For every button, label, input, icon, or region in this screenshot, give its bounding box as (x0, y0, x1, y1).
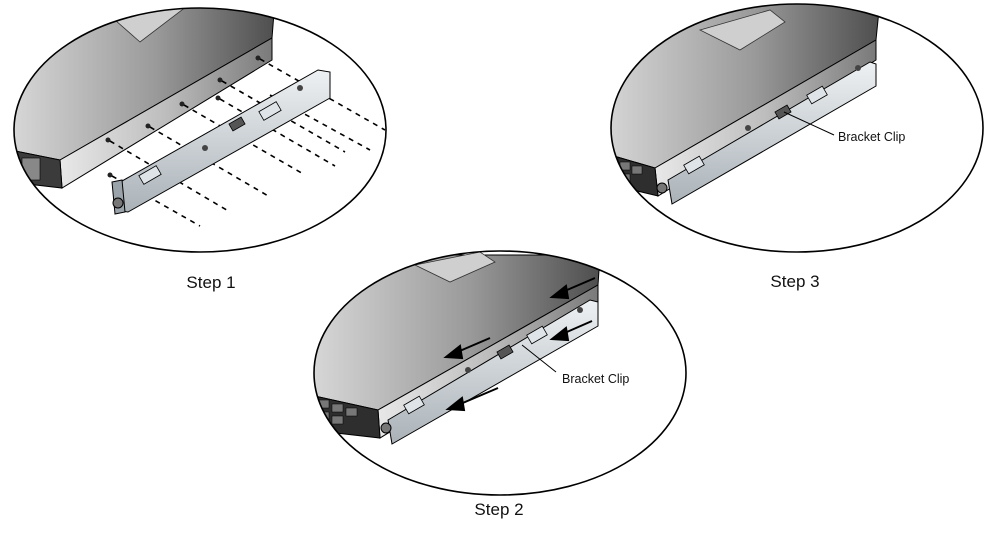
chassis-screws (105, 55, 261, 178)
step2-magnifier-ellipse (313, 250, 687, 496)
step1-illustration (14, 8, 386, 227)
step2-illustration (314, 251, 601, 445)
step2-bracket-clip-callout: Bracket Clip (562, 372, 629, 386)
chassis-label-plate (413, 251, 496, 283)
step2-callout-leader (521, 344, 557, 373)
mounting-bracket (111, 69, 331, 215)
mounting-bracket (380, 299, 599, 445)
mounting-bracket (656, 61, 877, 205)
step3-callout-leader (783, 111, 835, 136)
step1-label: Step 1 (186, 273, 235, 292)
step3-label: Step 3 (770, 272, 819, 291)
step2-label: Step 2 (474, 500, 523, 519)
step3-panel: Bracket Clip Step 3 (610, 3, 984, 291)
chassis-label-plate (114, 8, 197, 43)
step1-magnifier-ellipse (13, 7, 387, 253)
step3-magnifier-ellipse (610, 3, 984, 253)
step2-panel: Bracket Clip Step 2 (313, 250, 687, 519)
front-port-block (21, 157, 41, 181)
slide-direction-arrows (443, 277, 596, 412)
step3-bracket-clip-callout: Bracket Clip (838, 130, 905, 144)
chassis-label-plate (698, 9, 786, 51)
step1-panel: Step 1 (13, 7, 387, 292)
step3-illustration (611, 4, 881, 205)
